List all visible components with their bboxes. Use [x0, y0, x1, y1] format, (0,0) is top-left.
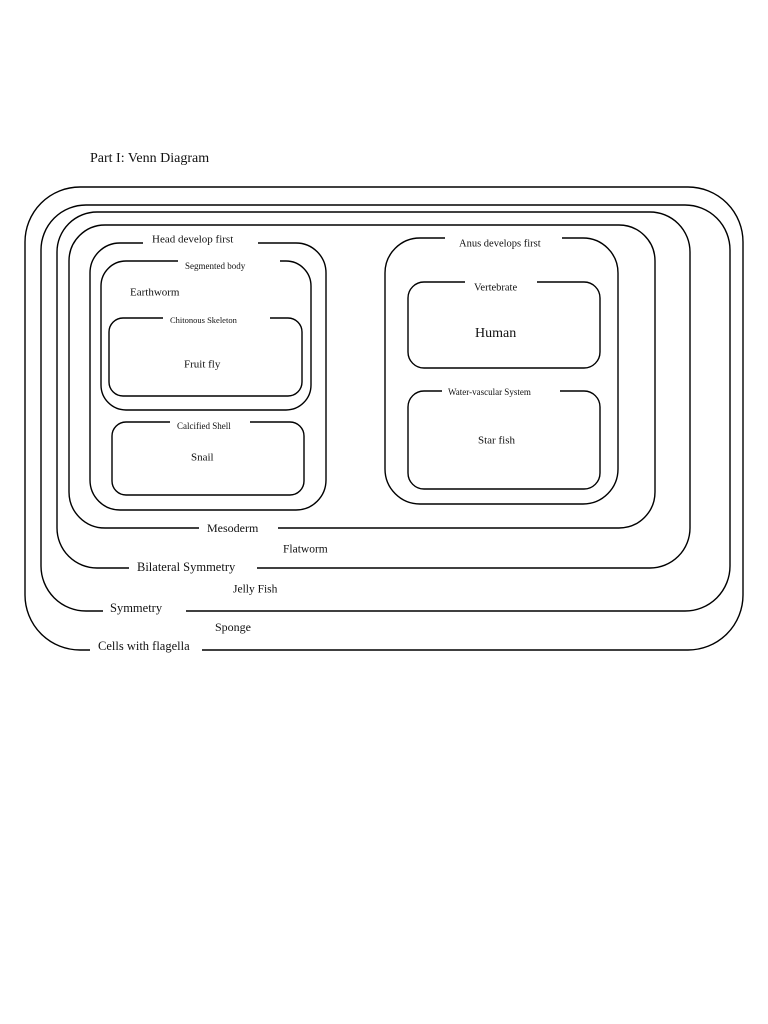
set-vertebrate-boundary [407, 281, 601, 369]
label-head-develop-first: Head develop first [152, 234, 233, 246]
member-jelly-fish: Jelly Fish [233, 584, 278, 596]
label-chitonous-skeleton: Chitonous Skeleton [170, 315, 238, 325]
set-mesoderm-boundary [68, 224, 656, 529]
label-anus-develops-first: Anus develops first [459, 238, 541, 249]
set-cells-with-flagella-boundary [24, 186, 744, 651]
set-head-develop-first-boundary [89, 242, 327, 511]
label-symmetry: Symmetry [110, 601, 163, 615]
set-chitonous-skeleton-boundary [108, 317, 303, 397]
member-human: Human [475, 326, 516, 341]
member-earthworm: Earthworm [130, 287, 180, 299]
member-sponge: Sponge [215, 620, 251, 634]
label-cells-with-flagella: Cells with flagella [98, 639, 190, 653]
member-star-fish: Star fish [478, 435, 515, 447]
set-segmented-body-boundary [100, 260, 312, 411]
member-flatworm: Flatworm [283, 544, 328, 556]
set-symmetry-boundary [40, 204, 731, 612]
label-bilateral-symmetry: Bilateral Symmetry [137, 560, 236, 574]
label-calcified-shell: Calcified Shell [177, 421, 231, 431]
label-water-vascular-system: Water-vascular System [448, 387, 531, 397]
label-mesoderm: Mesoderm [207, 521, 259, 535]
label-segmented-body: Segmented body [185, 261, 246, 271]
set-bilateral-symmetry-boundary [56, 211, 691, 569]
diagram-title: Part I: Venn Diagram [90, 151, 209, 166]
label-vertebrate: Vertebrate [474, 282, 517, 293]
member-snail: Snail [191, 452, 214, 464]
member-fruit-fly: Fruit fly [184, 359, 221, 371]
